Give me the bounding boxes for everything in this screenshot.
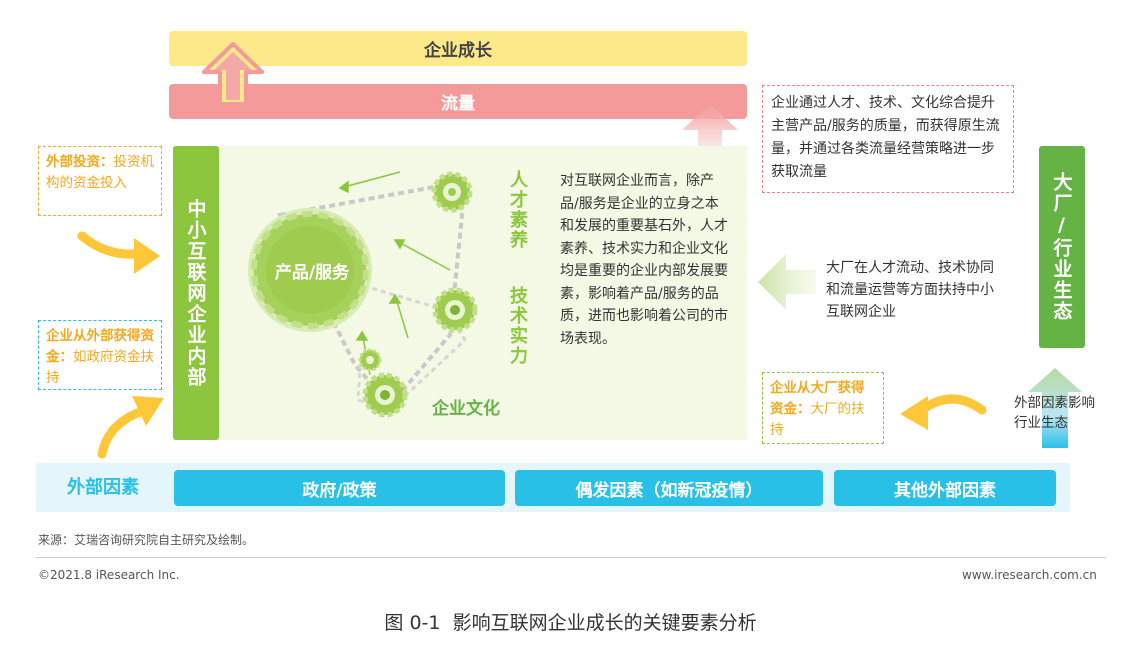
- tech-label: 技术实力: [507, 286, 528, 366]
- factor-government: 政府/政策: [174, 470, 505, 506]
- website: www.iresearch.com.cn: [962, 568, 1097, 582]
- source-note: 来源：艾瑞咨询研究院自主研究及绘制。: [38, 533, 255, 547]
- up-arrow-ecosystem-icon: [1028, 368, 1082, 448]
- bigco-note-body: 大厂的扶持: [770, 401, 865, 438]
- traffic-band-label: 流量: [441, 94, 475, 114]
- gears-diagram: [248, 171, 478, 418]
- external-ecosystem-note: 外部因素影响行业生态: [1014, 395, 1095, 431]
- internal-vertical-label: 中小互联网企业内部: [173, 146, 219, 440]
- culture-label: 企业文化: [432, 399, 500, 419]
- curved-arrow-left-icon: [900, 394, 987, 430]
- gear-top-icon: [431, 171, 473, 213]
- growth-band: 企业成长: [169, 31, 747, 66]
- traffic-band: 流量: [169, 84, 747, 119]
- support-note: 大厂在人才流动、技术协同和流量运营等方面扶持中小互联网企业: [826, 260, 994, 320]
- figure-caption: 图 0-1 影响互联网企业成长的关键要素分析: [384, 612, 757, 634]
- internal-description: 对互联网企业而言，除产品/服务是企业的立身之本和发展的重要基石外，人才素养、技术…: [560, 173, 728, 347]
- curved-arrow-up-icon: [97, 396, 164, 459]
- gear-bottom-icon: [362, 372, 408, 418]
- traffic-note: 企业通过人才、技术、文化综合提升主营产品/服务的质量，而获得原生流量，并通过各类…: [762, 85, 1014, 193]
- gear-label: 产品/服务: [274, 263, 350, 283]
- up-arrow-growth-icon: [202, 42, 264, 106]
- external-factors-label: 外部因素: [67, 477, 139, 498]
- left-arrow-support-icon: [758, 254, 816, 310]
- big-gear-icon: [248, 208, 372, 332]
- factor-other: 其他外部因素: [834, 470, 1056, 506]
- funding-note-title: 企业从外部获得资金：: [46, 328, 154, 365]
- up-arrow-traffic-icon: [682, 104, 738, 162]
- gear-middle-icon: [432, 287, 478, 333]
- investment-note: 外部投资：投资机构的资金投入: [38, 146, 162, 216]
- ecosystem-label: 大厂/行业生态: [1039, 146, 1085, 348]
- copyright: ©2021.8 iResearch Inc.: [38, 568, 180, 582]
- gear-small-icon: [358, 348, 382, 372]
- investment-note-body: 投资机构的资金投入: [46, 154, 154, 191]
- curved-arrow-right-icon: [77, 231, 160, 274]
- funding-note-body: 如政府资金扶持: [46, 349, 154, 386]
- funding-note: 企业从外部获得资金：如政府资金扶持: [38, 320, 162, 390]
- talent-label: 人才素养: [507, 170, 528, 250]
- investment-note-title: 外部投资：: [46, 154, 114, 170]
- growth-band-label: 企业成长: [424, 41, 492, 61]
- bigco-note: 企业从大厂获得资金：大厂的扶持: [762, 372, 884, 444]
- factor-incidental: 偶发因素（如新冠疫情）: [515, 470, 823, 506]
- footer-divider: [36, 557, 1106, 558]
- bigco-note-title: 企业从大厂获得资金：: [770, 380, 865, 417]
